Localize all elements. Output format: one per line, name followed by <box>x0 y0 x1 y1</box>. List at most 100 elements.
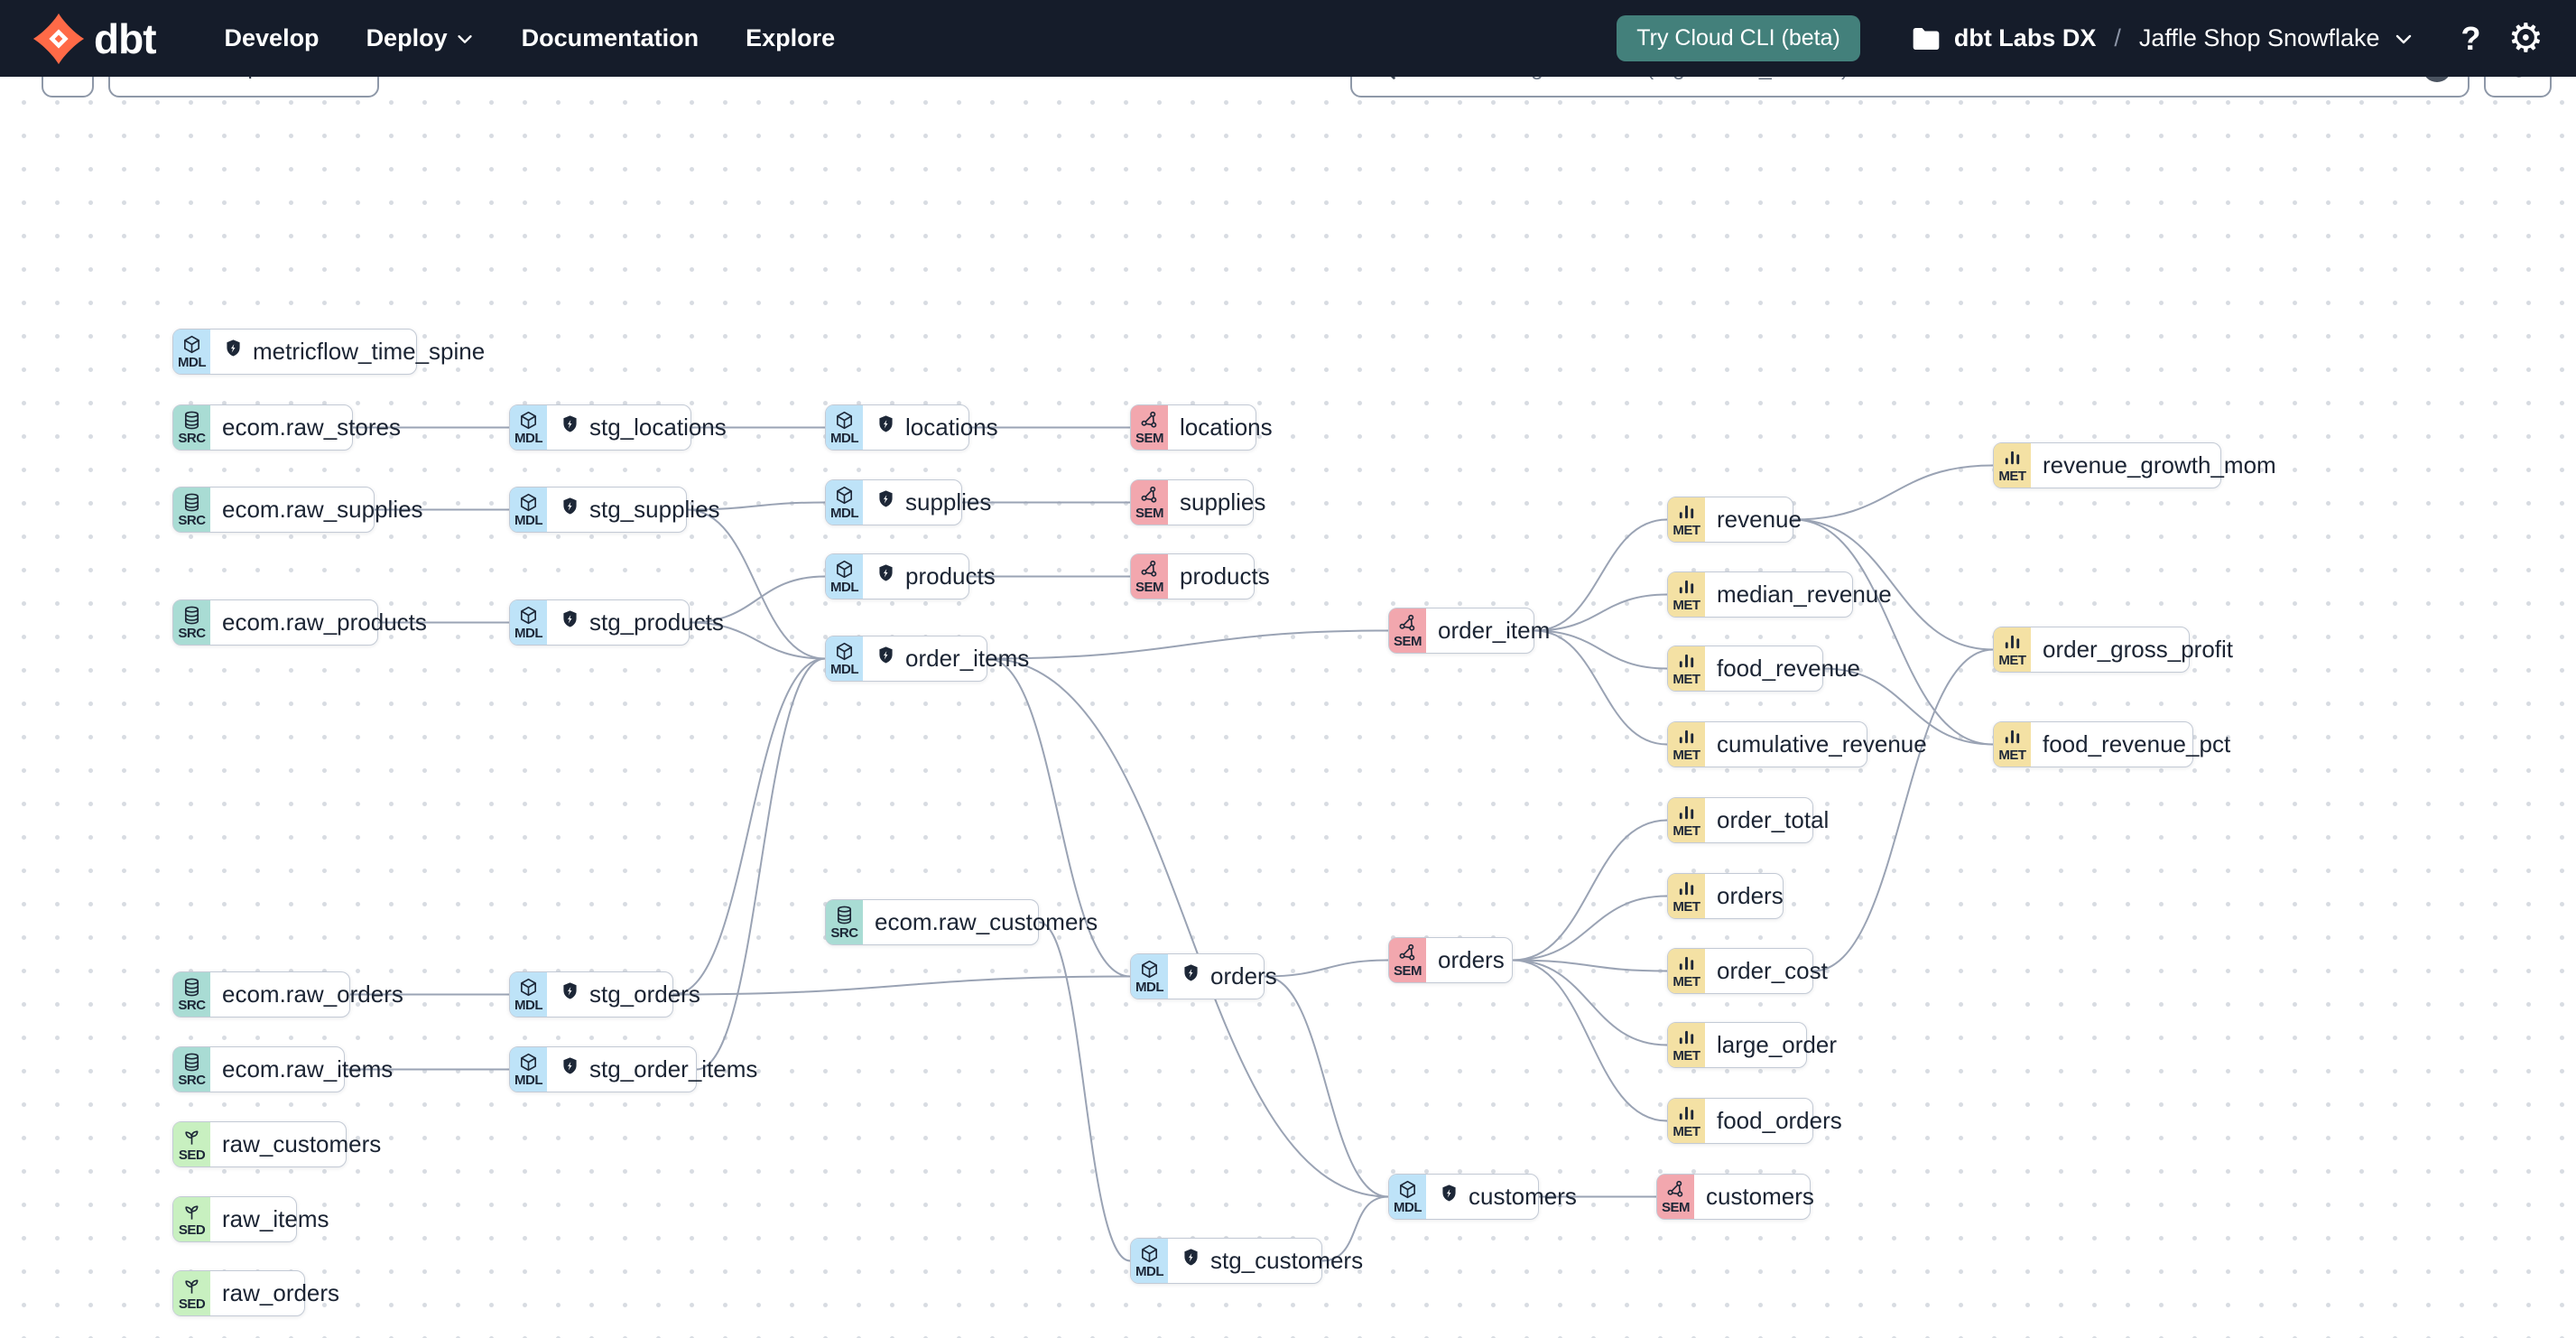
node-type-tag: MET <box>1673 598 1700 613</box>
graph-node-order_item_sem[interactable]: SEM order_item <box>1388 608 1550 654</box>
node-type-tag: MET <box>1998 653 2026 668</box>
node-type-badge: SEM <box>1131 480 1168 525</box>
node-type-tag: SEM <box>1393 634 1422 649</box>
node-type-badge: MET <box>1668 798 1705 842</box>
node-label: order_gross_profit <box>2043 636 2233 663</box>
graph-node-stg_locations[interactable]: MDL stg_locations <box>509 404 727 451</box>
node-type-badge: MET <box>1668 497 1705 542</box>
node-label: order_items <box>905 645 1030 672</box>
bar-chart-icon <box>1676 651 1697 672</box>
node-type-badge: SED <box>173 1271 210 1315</box>
node-type-tag: MDL <box>178 355 207 370</box>
node-label: stg_products <box>589 609 724 636</box>
graph-node-supplies_sem[interactable]: SEM supplies <box>1130 479 1265 525</box>
help-button[interactable]: ? <box>2456 19 2487 59</box>
node-type-badge: SRC <box>173 488 210 532</box>
nav-link-explore[interactable]: Explore <box>746 24 836 51</box>
node-label: median_revenue <box>1717 581 1892 608</box>
node-label: supplies <box>1180 488 1266 516</box>
database-icon <box>181 1052 202 1073</box>
try-cloud-cli-button[interactable]: Try Cloud CLI (beta) <box>1617 15 1860 61</box>
node-label: order_item <box>1438 617 1551 644</box>
node-label: ecom.raw_stores <box>222 413 401 441</box>
node-label: locations <box>1180 413 1273 441</box>
database-icon <box>181 605 202 626</box>
shield-icon <box>559 496 581 525</box>
bar-chart-icon <box>1676 502 1697 523</box>
node-type-tag: SEM <box>1135 506 1164 521</box>
bar-chart-icon <box>1676 878 1697 899</box>
node-type-tag: SRC <box>178 1073 206 1088</box>
bar-chart-icon <box>1676 577 1697 598</box>
nav-link-develop[interactable]: Develop <box>224 24 320 51</box>
node-label: ecom.raw_orders <box>222 980 403 1008</box>
graph-node-median_revenue[interactable]: MET median_revenue <box>1667 571 1892 618</box>
node-type-tag: SEM <box>1393 963 1422 979</box>
cube-icon <box>518 605 539 626</box>
node-label: stg_locations <box>589 413 727 441</box>
node-label: order_total <box>1717 806 1830 833</box>
account-switcher[interactable]: dbt Labs DX / Jaffle Shop Snowflake <box>1911 24 2414 52</box>
settings-gear-button[interactable]: ⚙ <box>2503 18 2549 60</box>
bar-chart-icon <box>1676 803 1697 823</box>
node-type-badge: SRC <box>173 1047 210 1092</box>
node-type-tag: SRC <box>830 925 858 941</box>
node-type-tag: MET <box>1673 748 1700 763</box>
nav-link-deploy[interactable]: Deploy <box>366 24 475 52</box>
node-type-badge: SEM <box>1389 609 1426 653</box>
node-label: orders <box>1210 962 1277 990</box>
graph-node-order_gross_profit[interactable]: MET order_gross_profit <box>1993 627 2233 673</box>
node-type-badge: SRC <box>826 900 863 944</box>
dbt-logo[interactable]: dbt <box>31 11 157 67</box>
nav-link-documentation[interactable]: Documentation <box>521 24 700 51</box>
node-type-tag: SED <box>178 1296 206 1312</box>
graph-node-order_total[interactable]: MET order_total <box>1667 797 1829 843</box>
node-type-tag: MDL <box>514 431 543 446</box>
node-label: products <box>905 562 996 590</box>
node-type-tag: MDL <box>514 1073 543 1088</box>
share-network-icon <box>1139 485 1160 506</box>
node-type-tag: MDL <box>1135 1264 1164 1279</box>
node-label: orders <box>1717 882 1784 909</box>
node-type-tag: MET <box>1998 748 2026 763</box>
node-type-tag: MDL <box>514 998 543 1013</box>
cube-icon <box>518 1052 539 1073</box>
node-label: customers <box>1706 1183 1814 1210</box>
bar-chart-icon <box>2002 448 2023 469</box>
